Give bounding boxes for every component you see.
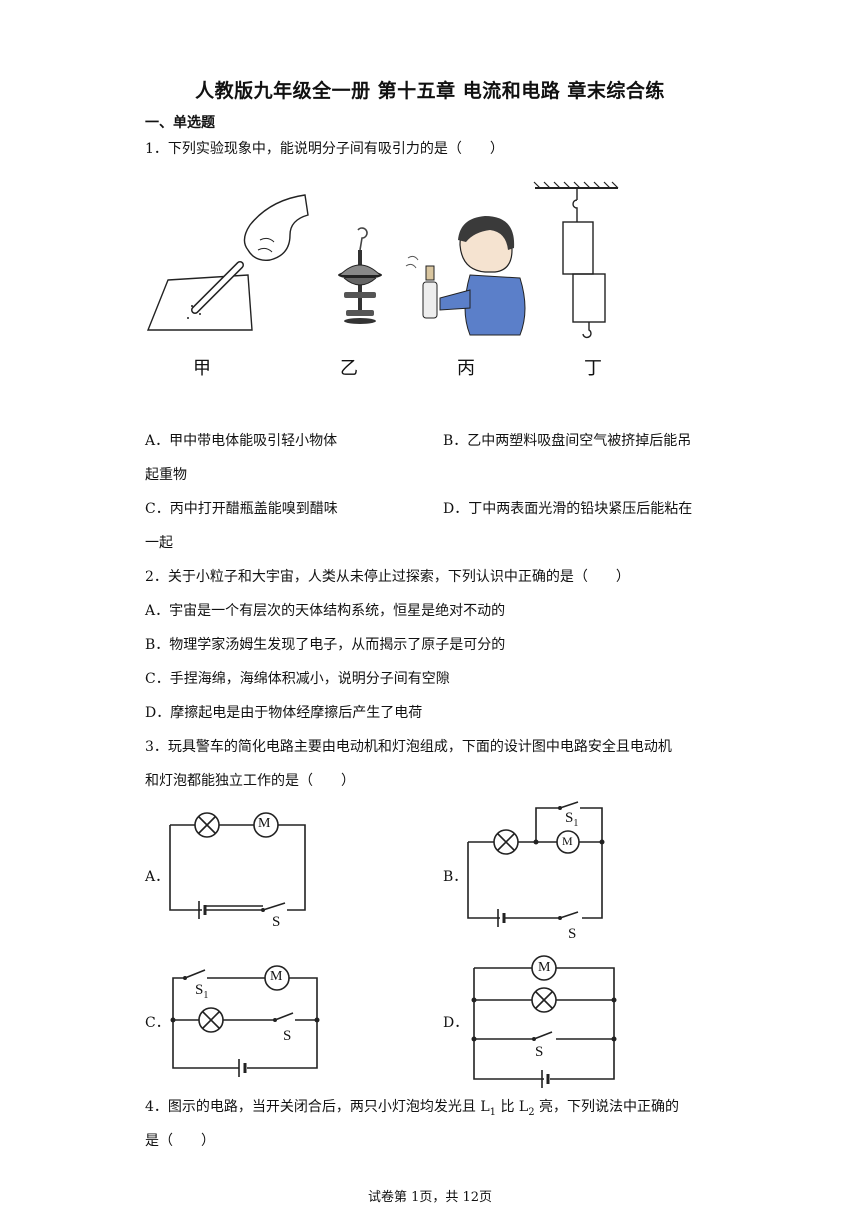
q3-label-c: C． <box>145 1015 170 1031</box>
circuit-d-s-label: S <box>535 1044 544 1060</box>
q4-stem-line2: 是（ ） <box>145 1133 215 1149</box>
switch-s-icon <box>559 911 579 919</box>
lamp-icon <box>194 812 220 838</box>
switch-s-icon <box>533 1031 553 1040</box>
circuit-a-motor-label: M <box>258 816 271 831</box>
fig-bing-boy-vinegar <box>405 216 526 336</box>
fig-ding-lead-blocks <box>533 181 619 339</box>
q1-option-c: C．丙中打开醋瓶盖能嗅到醋味 <box>145 501 338 517</box>
caption-yi: 乙 <box>340 358 358 379</box>
circuit-d <box>471 955 617 1088</box>
circuit-c-s1-label: S1 <box>195 982 209 1001</box>
q2-option-c: C．手捏海绵，海绵体积减小，说明分子间有空隙 <box>145 671 450 687</box>
fig-jia-charged-rod <box>146 194 309 331</box>
motor-icon <box>556 830 580 854</box>
lamp-icon <box>531 987 557 1013</box>
q1-option-d: D．丁中两表面光滑的铅块紧压后能粘在 <box>443 501 693 517</box>
q1-option-b-wrap: 起重物 <box>145 467 187 483</box>
q3-label-b: B． <box>443 869 468 885</box>
caption-bing: 丙 <box>457 358 475 379</box>
circuit-b <box>467 801 605 927</box>
q1-figure <box>146 181 619 339</box>
switch-icon <box>262 902 286 911</box>
circuit-c-motor-label: M <box>270 969 283 984</box>
q4-stem-line1: 4．图示的电路，当开关闭合后，两只小灯泡均发光且 L1 比 L2 亮，下列说法中… <box>145 1099 680 1118</box>
q1-stem: 1．下列实验现象中，能说明分子间有吸引力的是（ ） <box>145 141 504 157</box>
motor-icon <box>531 955 557 981</box>
circuit-b-motor-label: M <box>562 834 573 848</box>
q1-option-d-wrap: 一起 <box>145 535 173 551</box>
circuit-c-s-label: S <box>283 1028 292 1044</box>
circuit-a <box>169 812 306 919</box>
q3-label-d: D． <box>443 1015 469 1031</box>
switch-s1-icon <box>559 801 579 809</box>
caption-ding: 丁 <box>584 358 602 379</box>
fig-yi-suction-cups <box>338 227 382 324</box>
q3-stem-line2: 和灯泡都能独立工作的是（ ） <box>145 773 355 789</box>
page-footer: 试卷第 1页，共 12页 <box>367 1190 493 1205</box>
motor-icon <box>264 965 290 991</box>
lamp-icon <box>493 829 519 855</box>
circuit-a-switch-label: S <box>272 914 281 930</box>
q2-option-b: B．物理学家汤姆生发现了电子，从而揭示了原子是可分的 <box>145 637 506 653</box>
page-title: 人教版九年级全一册 第十五章 电流和电路 章末综合练 <box>195 80 665 102</box>
q3-label-a: A． <box>145 869 170 885</box>
section-heading: 一、单选题 <box>145 115 215 131</box>
q2-stem: 2．关于小粒子和大宇宙，人类从未停止过探索，下列认识中正确的是（ ） <box>145 569 630 585</box>
circuit-b-s-label: S <box>568 926 577 942</box>
lamp-icon <box>198 1007 224 1033</box>
q1-option-b: B．乙中两塑料吸盘间空气被挤掉后能吊 <box>443 433 692 449</box>
q3-stem-line1: 3．玩具警车的简化电路主要由电动机和灯泡组成，下面的设计图中电路安全且电动机 <box>145 739 672 755</box>
q1-option-a: A．甲中带电体能吸引轻小物体 <box>145 433 338 449</box>
circuit-b-s1-label: S1 <box>565 810 579 829</box>
motor-icon <box>253 812 279 838</box>
switch-s1-icon <box>184 969 206 979</box>
q2-option-d: D．摩擦起电是由于物体经摩擦后产生了电荷 <box>145 705 423 721</box>
switch-s-icon <box>274 1012 294 1021</box>
circuit-d-motor-label: M <box>538 960 551 975</box>
caption-jia: 甲 <box>193 358 211 379</box>
q2-option-a: A．宇宙是一个有层次的天体结构系统，恒星是绝对不动的 <box>145 603 506 619</box>
circuit-c <box>170 965 320 1077</box>
